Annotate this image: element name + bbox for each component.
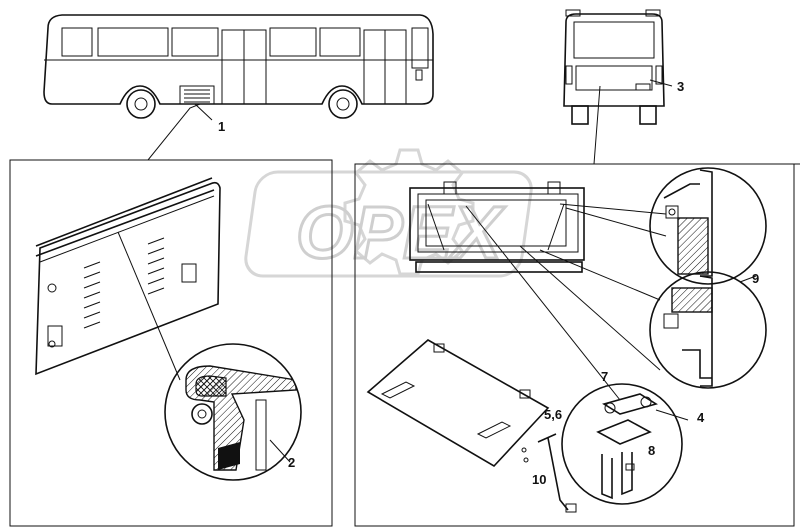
watermark-text: OPEX [296,191,506,274]
right-detail-panel [354,163,795,527]
opex-watermark: OPEX [244,148,533,278]
callout-10: 10 [532,472,546,487]
left-detail-panel [9,159,333,527]
callout-9: 9 [752,271,759,286]
callout-8: 8 [648,443,655,458]
callout-3: 3 [677,79,684,94]
callout-7: 7 [601,369,608,384]
callout-2: 2 [288,455,295,470]
bus-rear-view [563,9,665,125]
callout-1: 1 [218,119,225,134]
callout-5-6: 5,6 [544,407,562,422]
callout-4: 4 [697,410,705,425]
callouts: 1 2 3 4 5,6 7 8 9 10 [218,79,759,487]
bus-side-view [43,14,434,119]
